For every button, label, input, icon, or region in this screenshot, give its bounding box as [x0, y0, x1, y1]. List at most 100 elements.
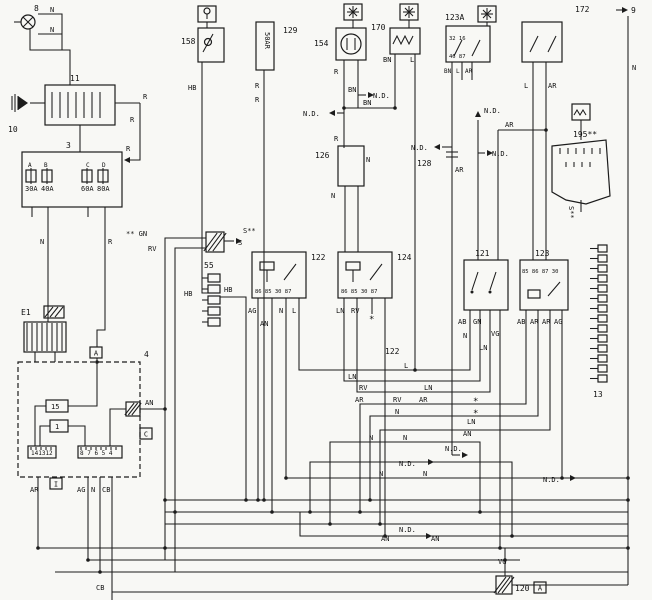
hatchv-icon	[80, 447, 117, 450]
svg-text:C: C	[144, 431, 148, 439]
label-n: N	[91, 486, 95, 494]
junction-dot	[498, 546, 502, 550]
label-l: L	[410, 56, 414, 64]
svg-text:A: A	[538, 585, 543, 593]
label-gn: GN	[473, 318, 481, 326]
fan-icon-box-1	[343, 3, 363, 21]
psw-icon	[202, 33, 214, 53]
component-170-resistor-box	[389, 27, 421, 55]
wire-38	[201, 62, 208, 294]
label-ln: LN	[479, 344, 487, 352]
wire-10	[96, 207, 106, 347]
junction-dot	[270, 510, 274, 514]
flag-arrow-icon	[487, 150, 493, 156]
junction-dot	[328, 522, 332, 526]
label-an: AN	[463, 430, 471, 438]
fan-icon-box-3	[477, 5, 497, 23]
component-126-connector-box	[337, 145, 365, 187]
label-195-: 195**	[573, 130, 597, 139]
flag-arrow-icon	[368, 92, 374, 98]
label-n-d-: N.D.	[303, 110, 320, 118]
label-n-d-: N.D.	[373, 92, 390, 100]
label-86-85-30-87: 86 85 30 87	[341, 289, 377, 295]
component-123A-relay-box	[445, 25, 491, 63]
junction-dot	[308, 510, 312, 514]
junction-dot	[626, 546, 630, 550]
label--: *	[473, 409, 478, 419]
label-cb: CB	[102, 486, 110, 494]
hatchv-icon	[26, 323, 63, 351]
label-b: B	[44, 162, 48, 169]
flag-arrow-icon	[329, 110, 335, 116]
label-123a: 123A	[445, 13, 464, 22]
label-172: 172	[575, 5, 590, 14]
label-n: N	[331, 192, 335, 200]
res-icon	[392, 34, 414, 46]
component-120-connector-box	[495, 575, 513, 595]
junction-dot	[98, 570, 102, 574]
label-50ar: 50AR	[263, 32, 271, 50]
svg-text:I: I	[54, 481, 58, 489]
k2-icon	[453, 39, 481, 57]
label-r: R	[108, 238, 113, 246]
label-170: 170	[371, 23, 386, 32]
motor-icon	[340, 33, 362, 55]
label-1: 1	[55, 423, 59, 431]
pressure-icon-box	[197, 5, 217, 23]
wire-67	[343, 298, 481, 382]
label-hb: HB	[224, 286, 232, 294]
label-ln: LN	[348, 373, 356, 381]
flag-arrow-icon	[570, 475, 576, 481]
label-55: 55	[204, 261, 214, 270]
label-158: 158	[181, 37, 196, 46]
label--: *	[369, 315, 374, 325]
label-an: AN	[381, 535, 389, 543]
label-cb: CB	[96, 584, 104, 592]
label-ag: AG	[554, 318, 562, 326]
wire-71	[359, 310, 527, 512]
label-8: 8	[34, 4, 39, 13]
s-splice-box	[205, 231, 225, 253]
wire-73	[379, 310, 551, 524]
label-rv: RV	[359, 384, 368, 392]
flag-arrow-icon	[124, 157, 130, 163]
component-11-fusebox	[44, 84, 116, 126]
label-126: 126	[315, 151, 330, 160]
label-121: 121	[475, 249, 490, 258]
hatchd-icon	[203, 232, 227, 252]
label--gn: ** GN	[126, 230, 147, 238]
label-15: 15	[51, 403, 59, 411]
label-85-86-87-30: 85 86 87 30	[522, 269, 558, 275]
label-80a: 80A	[97, 185, 110, 193]
flag-arrow-icon	[236, 238, 242, 244]
label-an: AN	[260, 320, 268, 328]
label-86-85-30-87: 86 85 30 87	[255, 289, 291, 295]
hatchd-icon	[493, 576, 515, 594]
wire-5	[130, 103, 141, 161]
flag-arrow-icon	[426, 533, 432, 539]
label-n: N	[50, 26, 54, 34]
label-129: 129	[283, 26, 298, 35]
small-connector-2-box	[125, 401, 141, 417]
label-n: N	[632, 64, 636, 72]
fan-icon-box-2	[399, 3, 419, 21]
svg-text:A: A	[94, 350, 99, 358]
label-n: N	[403, 434, 407, 442]
tank-icon	[551, 139, 611, 205]
label-ab: AB	[517, 318, 525, 326]
label-an: AN	[431, 535, 439, 543]
junction-dot	[393, 106, 397, 110]
boxed-letter-a: A	[89, 346, 103, 359]
label-rv: RV	[351, 307, 360, 315]
label-46-87: 46 87	[449, 54, 466, 60]
label-s: S	[238, 239, 242, 247]
label-ln: LN	[336, 307, 344, 315]
label-ar: AR	[30, 486, 39, 494]
wire-34	[164, 237, 206, 560]
relay-icon	[345, 261, 383, 282]
component-3-fusebox	[21, 151, 123, 208]
junction-dot	[256, 498, 260, 502]
component-13-pin-strip	[590, 244, 608, 383]
label-ar: AR	[548, 82, 557, 90]
wire-0	[38, 13, 63, 50]
